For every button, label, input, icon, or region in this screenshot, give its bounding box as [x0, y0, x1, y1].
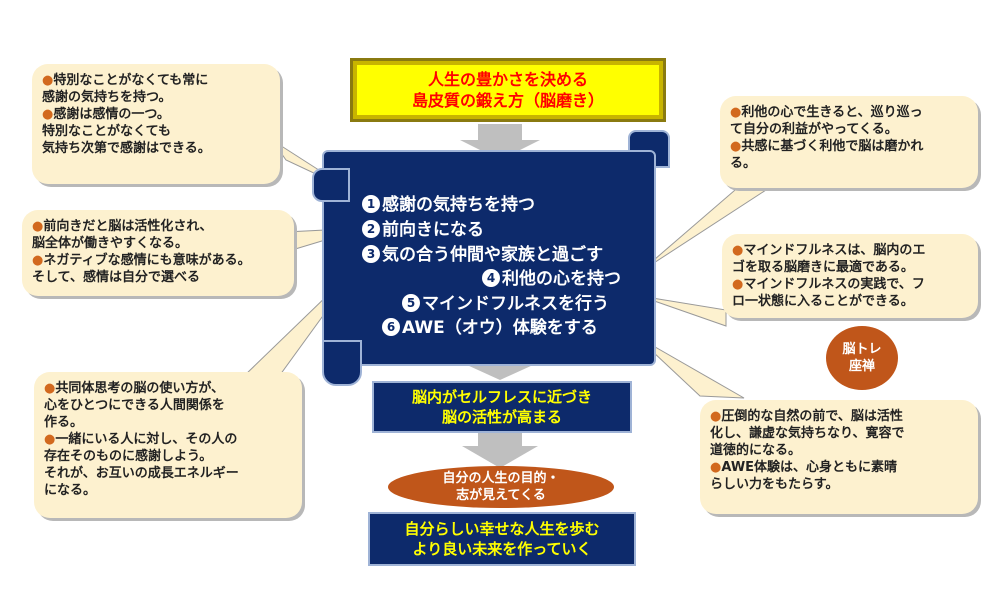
note-altruism: ●利他の心で生きると、巡り巡っ て自分の利益がやってくる。 ●共感に基づく利他で… — [720, 96, 978, 188]
future-box: 自分らしい幸せな人生を歩む より良い未来を作っていく — [368, 512, 636, 566]
purpose-oval: 自分の人生の目的・ 志が見えてくる — [388, 466, 614, 508]
badge-line-2: 座禅 — [848, 359, 875, 374]
future-line-1: 自分らしい幸せな人生を歩む — [404, 520, 600, 538]
title-line-1: 人生の豊かさを決める — [427, 70, 588, 89]
bullet-icon: ● — [32, 253, 44, 268]
note-awe-line: ●AWE体験は、心身ともに素晴 — [710, 460, 898, 475]
note-community-line: 存在そのものに感謝しよう。 — [44, 449, 213, 464]
step-6-text: AWE（オウ）体験をする — [402, 318, 598, 338]
step-6-number: 6 — [382, 318, 400, 336]
note-community: ●共同体思考の脳の使い方が、 心をひとつにできる人間関係を 作る。 ●一緒にいる… — [34, 372, 302, 518]
bullet-icon: ● — [44, 432, 56, 447]
badge-line-1: 脳トレ — [842, 342, 882, 357]
callout-awe — [635, 335, 745, 399]
title-line-2: 島皮質の鍛え方（脳磨き） — [411, 91, 604, 110]
result-activation-line-2: 脳の活性が高まる — [441, 408, 562, 426]
note-altruism-line: ●利他の心で生きると、巡り巡っ — [730, 105, 923, 120]
bullet-icon: ● — [42, 107, 54, 122]
note-positive-line: そして、感情は自分で選べる — [32, 270, 200, 285]
note-gratitude-line: ●感謝は感情の一つ。 — [42, 107, 170, 122]
note-gratitude: ●特別なことがなくても常に 感謝の気持ちを持つ。 ●感謝は感情の一つ。 特別なこ… — [32, 64, 280, 184]
note-community-line: それが、お互いの成長エネルギー — [44, 466, 239, 481]
step-4-text: 利他の心を持つ — [502, 269, 621, 289]
scroll-curl-left — [312, 168, 350, 202]
result-activation-box: 脳内がセルフレスに近づき 脳の活性が高まる — [372, 381, 632, 433]
bullet-icon: ● — [730, 139, 742, 154]
arrow-down-1 — [460, 124, 540, 160]
note-community-line: ●共同体思考の脳の使い方が、 — [44, 381, 225, 396]
step-1-number: 1 — [362, 195, 380, 213]
note-altruism-line: ●共感に基づく利他で脳は磨かれ — [730, 139, 924, 154]
note-mindfulness-line: ロ一状態に入ることができる。 — [732, 294, 914, 309]
result-activation-line-1: 脳内がセルフレスに近づき — [411, 388, 592, 406]
note-awe-line: らしい力をもたらす。 — [710, 477, 839, 492]
note-positive-line: ●前向きだと脳は活性化され、 — [32, 219, 213, 234]
note-altruism-line: て自分の利益がやってくる。 — [730, 122, 898, 137]
bullet-icon: ● — [44, 381, 56, 396]
arrow-down-3 — [462, 432, 538, 468]
title-box: 人生の豊かさを決める 島皮質の鍛え方（脳磨き） — [350, 58, 666, 122]
future-line-2: より良い未来を作っていく — [412, 540, 592, 558]
callout-mindfulness — [639, 295, 727, 327]
note-community-line: になる。 — [44, 483, 97, 498]
bullet-icon: ● — [732, 277, 744, 292]
note-community-line: 作る。 — [44, 415, 84, 430]
note-positive-line: 脳全体が働きやすくなる。 — [32, 236, 189, 251]
step-3-number: 3 — [362, 245, 380, 263]
note-altruism-line: る。 — [730, 156, 757, 171]
note-gratitude-line: 気持ち次第で感謝はできる。 — [42, 141, 211, 156]
step-4-number: 4 — [482, 269, 500, 287]
note-positive-line: ●ネガティブな感情にも意味がある。 — [32, 253, 251, 268]
scroll-curl-bottom — [322, 340, 362, 386]
note-awe-line: ●圧倒的な自然の前で、脳は活性 — [710, 409, 903, 424]
note-gratitude-line: ●特別なことがなくても常に — [42, 73, 209, 88]
step-2-number: 2 — [362, 220, 380, 238]
note-mindfulness-line: ●マインドフルネスの実践で、フ — [732, 277, 925, 292]
step-2-text: 前向きになる — [382, 220, 484, 240]
bullet-icon: ● — [732, 243, 744, 258]
note-mindfulness: ●マインドフルネスは、脳内のエ ゴを取る脳磨きに最適である。 ●マインドフルネス… — [722, 234, 978, 318]
step-5-text: マインドフルネスを行う — [422, 294, 609, 314]
bullet-icon: ● — [730, 105, 742, 120]
purpose-line-2: 志が見えてくる — [456, 488, 546, 503]
bullet-icon: ● — [42, 73, 54, 88]
note-positive: ●前向きだと脳は活性化され、 脳全体が働きやすくなる。 ●ネガティブな感情にも意… — [22, 210, 294, 296]
step-5-number: 5 — [402, 294, 420, 312]
note-awe-line: 道徳的になる。 — [710, 443, 802, 458]
step-3-text: 気の合う仲間や家族と過ごす — [382, 245, 604, 265]
note-mindfulness-line: ゴを取る脳磨きに最適である。 — [732, 260, 914, 275]
brain-training-badge: 脳トレ 座禅 — [826, 326, 898, 390]
note-community-line: 心をひとつにできる人間関係を — [44, 398, 225, 413]
bullet-icon: ● — [710, 460, 722, 475]
note-community-line: ●一緒にいる人に対し、その人の — [44, 432, 238, 447]
note-awe: ●圧倒的な自然の前で、脳は活性 化し、謙虚な気持ちなり、寛容で 道徳的になる。 … — [700, 400, 978, 514]
step-1-text: 感謝の気持ちを持つ — [382, 195, 535, 215]
note-gratitude-line: 感謝の気持ちを持つ。 — [42, 90, 172, 105]
note-awe-line: 化し、謙虚な気持ちなり、寛容で — [710, 426, 905, 441]
note-gratitude-line: 特別なことがなくても — [42, 124, 171, 139]
purpose-line-1: 自分の人生の目的・ — [442, 471, 560, 486]
note-mindfulness-line: ●マインドフルネスは、脳内のエ — [732, 243, 926, 258]
bullet-icon: ● — [710, 409, 722, 424]
bullet-icon: ● — [32, 219, 44, 234]
